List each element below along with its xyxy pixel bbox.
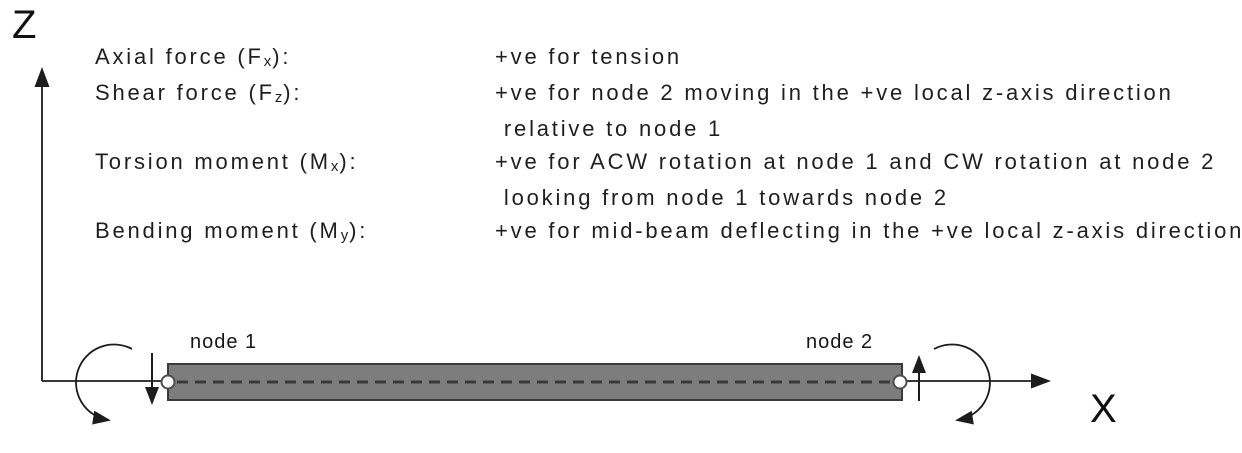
term-label: Torsion moment (Mx):: [95, 145, 495, 181]
desc-text: +ve for node 2 moving in the +ve local z…: [495, 80, 1174, 105]
legend-row: relative to node 1: [95, 112, 1242, 145]
term-subscript: y: [340, 227, 350, 245]
legend-row: Bending moment (My): +ve for mid-beam de…: [95, 214, 1242, 250]
term-pre: Shear force (F: [95, 80, 275, 105]
term-subscript: z: [274, 89, 284, 107]
x-axis-label: X: [1090, 387, 1117, 431]
term-post: ):: [349, 218, 369, 243]
sign-convention-legend: Axial force (Fx): +ve for tension Shear …: [95, 40, 1242, 250]
term-label: [95, 181, 495, 214]
node2-torsion-arc: [933, 343, 991, 425]
node1-torsion-arc: [75, 343, 133, 425]
term-subscript: x: [330, 158, 340, 176]
term-post: ):: [272, 44, 292, 69]
term-pre: Torsion moment (M: [95, 149, 331, 174]
term-post: ):: [339, 149, 359, 174]
term-post: ):: [283, 80, 303, 105]
legend-row: Torsion moment (Mx): +ve for ACW rotatio…: [95, 145, 1242, 181]
node1-circle: [160, 374, 176, 390]
z-axis-label: Z: [12, 3, 37, 47]
term-label: Bending moment (My):: [95, 214, 495, 250]
desc-text: +ve for tension: [495, 44, 682, 69]
term-pre: Bending moment (M: [95, 218, 341, 243]
node1-label: node 1: [190, 331, 258, 353]
desc-text: looking from node 1 towards node 2: [495, 185, 949, 210]
legend-row: Shear force (Fz): +ve for node 2 moving …: [95, 76, 1242, 112]
desc-text: +ve for mid-beam deflecting in the +ve l…: [495, 218, 1242, 243]
desc-text: relative to node 1: [495, 116, 724, 141]
term-label: Shear force (Fz):: [95, 76, 495, 112]
legend-row: looking from node 1 towards node 2: [95, 181, 1242, 214]
term-pre: Axial force (F: [95, 44, 264, 69]
node2-circle: [892, 374, 908, 390]
node2-label: node 2: [806, 331, 874, 353]
term-label: Axial force (Fx):: [95, 40, 495, 76]
term-subscript: x: [263, 53, 273, 71]
desc-text: +ve for ACW rotation at node 1 and CW ro…: [495, 149, 1217, 174]
term-label: [95, 112, 495, 145]
legend-row: Axial force (Fx): +ve for tension: [95, 40, 1242, 76]
